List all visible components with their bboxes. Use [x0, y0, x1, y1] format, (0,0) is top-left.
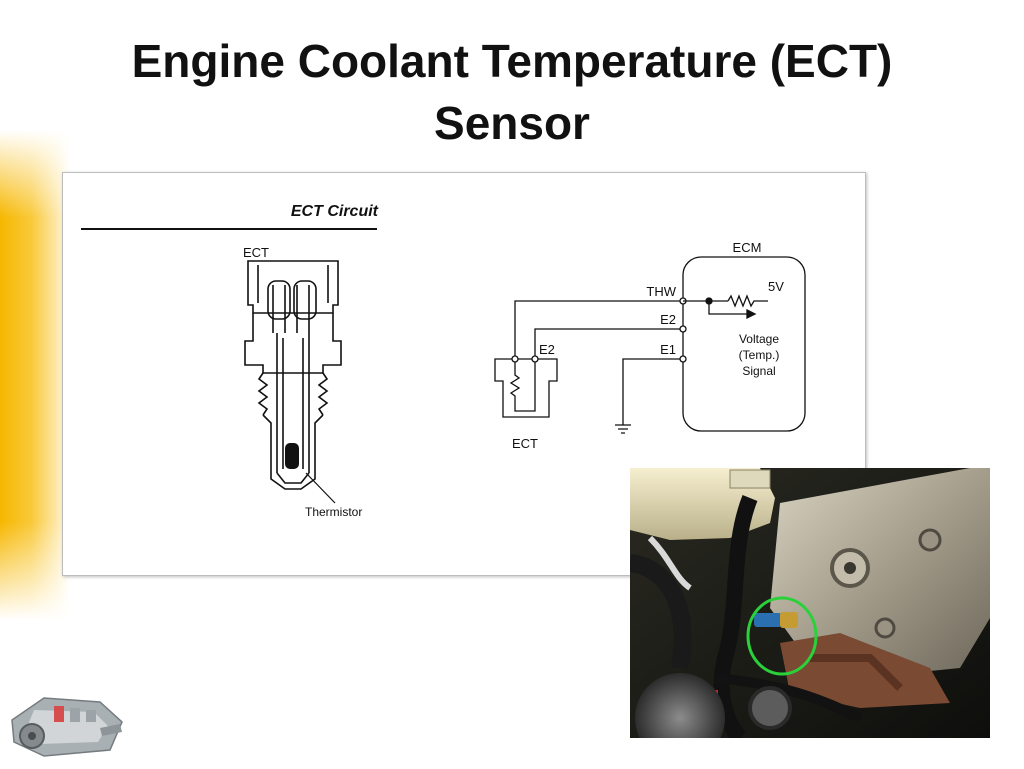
- engine-photo-svg: [630, 468, 990, 738]
- ect-sensor-drawing: ECT Thermistor: [243, 245, 362, 519]
- slide-title: Engine Coolant Temperature (ECT) Sensor: [60, 30, 964, 154]
- voltage-label: 5V: [768, 279, 784, 294]
- diagram-heading: ECT Circuit: [291, 203, 379, 220]
- accent-fade: [0, 130, 70, 620]
- e1-label: E1: [660, 342, 676, 357]
- title-line-2: Sensor: [434, 97, 590, 149]
- thw-label: THW: [646, 284, 676, 299]
- engine-logo-icon: [4, 680, 132, 764]
- signal-line-2: (Temp.): [739, 348, 780, 362]
- sensor-e2-label: E2: [539, 342, 555, 357]
- sensor-highlight-circle: [746, 596, 818, 676]
- signal-line-3: Signal: [742, 364, 775, 378]
- circuit-wiring: ECM THW 5V Voltage (Temp.) Signal E2 E1: [494, 240, 806, 451]
- sensor-bottom-label: ECT: [512, 436, 538, 451]
- e2-label: E2: [660, 312, 676, 327]
- engine-bay-photo: [630, 468, 990, 738]
- ground-symbol: [615, 424, 631, 434]
- ecm-label: ECM: [733, 240, 762, 255]
- title-line-1: Engine Coolant Temperature (ECT): [131, 35, 893, 87]
- thermistor-label: Thermistor: [305, 505, 362, 519]
- circuit-svg: ECT Circuit ECT Thermistor: [81, 203, 806, 519]
- signal-line-1: Voltage: [739, 332, 779, 346]
- sensor-label: ECT: [243, 245, 269, 260]
